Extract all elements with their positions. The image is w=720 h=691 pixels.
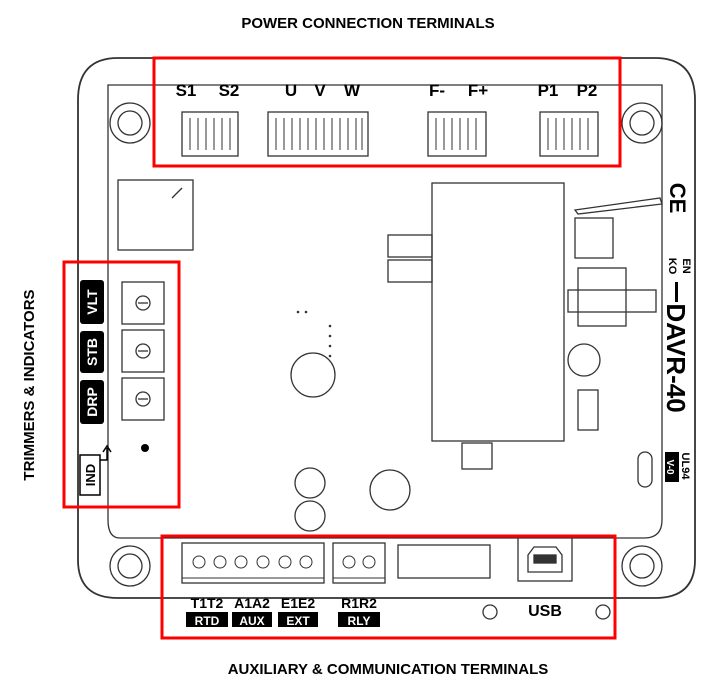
terminal-label-f-minus: F-	[429, 81, 445, 100]
ce-mark: CE	[665, 183, 690, 214]
lang-ko: KO	[666, 258, 678, 275]
aux-tag-rtd: RTD	[195, 614, 220, 628]
aux-pins-e1e2: E1E2	[281, 595, 315, 611]
status-led-2	[595, 604, 611, 620]
board-outline	[77, 57, 696, 599]
terminal-label-w: W	[344, 81, 361, 100]
trimmer-labels: VLT STB DRP IND	[79, 280, 112, 496]
indicator-led	[141, 444, 149, 452]
terminal-label-v: V	[314, 81, 326, 100]
ul-rating: UL94	[679, 453, 691, 481]
board-inner-edge	[107, 84, 663, 539]
mounting-holes	[109, 102, 663, 587]
highlight-trimmers	[62, 260, 181, 509]
aux-tag-ext: EXT	[286, 614, 310, 628]
ul-class: V-0	[664, 459, 675, 474]
terminal-label-s1: S1	[176, 81, 197, 100]
board-components	[117, 179, 663, 532]
terminal-label-p1: P1	[538, 81, 559, 100]
aux-tag-rly: RLY	[348, 614, 371, 628]
aux-pins-a1a2: A1A2	[234, 595, 270, 611]
lang-en: EN	[680, 258, 692, 273]
title-aux-terminals: AUXILIARY & COMMUNICATION TERMINALS	[228, 661, 549, 678]
status-led-1	[482, 604, 498, 620]
terminal-label-u: U	[285, 81, 297, 100]
model-name: DAVR-40	[661, 303, 691, 412]
trimmer-label-drp: DRP	[84, 387, 100, 417]
terminal-label-f-plus: F+	[468, 81, 488, 100]
trimmer-label-vlt: VLT	[84, 289, 100, 315]
aux-pins-t1t2: T1T2	[191, 595, 224, 611]
terminal-label-p2: P2	[577, 81, 598, 100]
trimmer-potentiometers[interactable]	[121, 281, 165, 421]
usb-label: USB	[528, 603, 562, 620]
terminal-label-s2: S2	[219, 81, 240, 100]
usb-port[interactable]	[517, 535, 573, 582]
power-connectors	[181, 111, 599, 157]
title-trimmers: TRIMMERS & INDICATORS	[21, 289, 38, 480]
highlight-power-terminals	[152, 56, 622, 168]
title-power-terminals: POWER CONNECTION TERMINALS	[241, 15, 494, 32]
aux-tag-aux: AUX	[239, 614, 264, 628]
aux-connectors	[181, 542, 491, 584]
indicator-label-ind: IND	[83, 464, 98, 486]
aux-pins-r1r2: R1R2	[341, 595, 377, 611]
highlight-aux-terminals	[160, 534, 617, 640]
trimmer-label-stb: STB	[84, 338, 100, 366]
